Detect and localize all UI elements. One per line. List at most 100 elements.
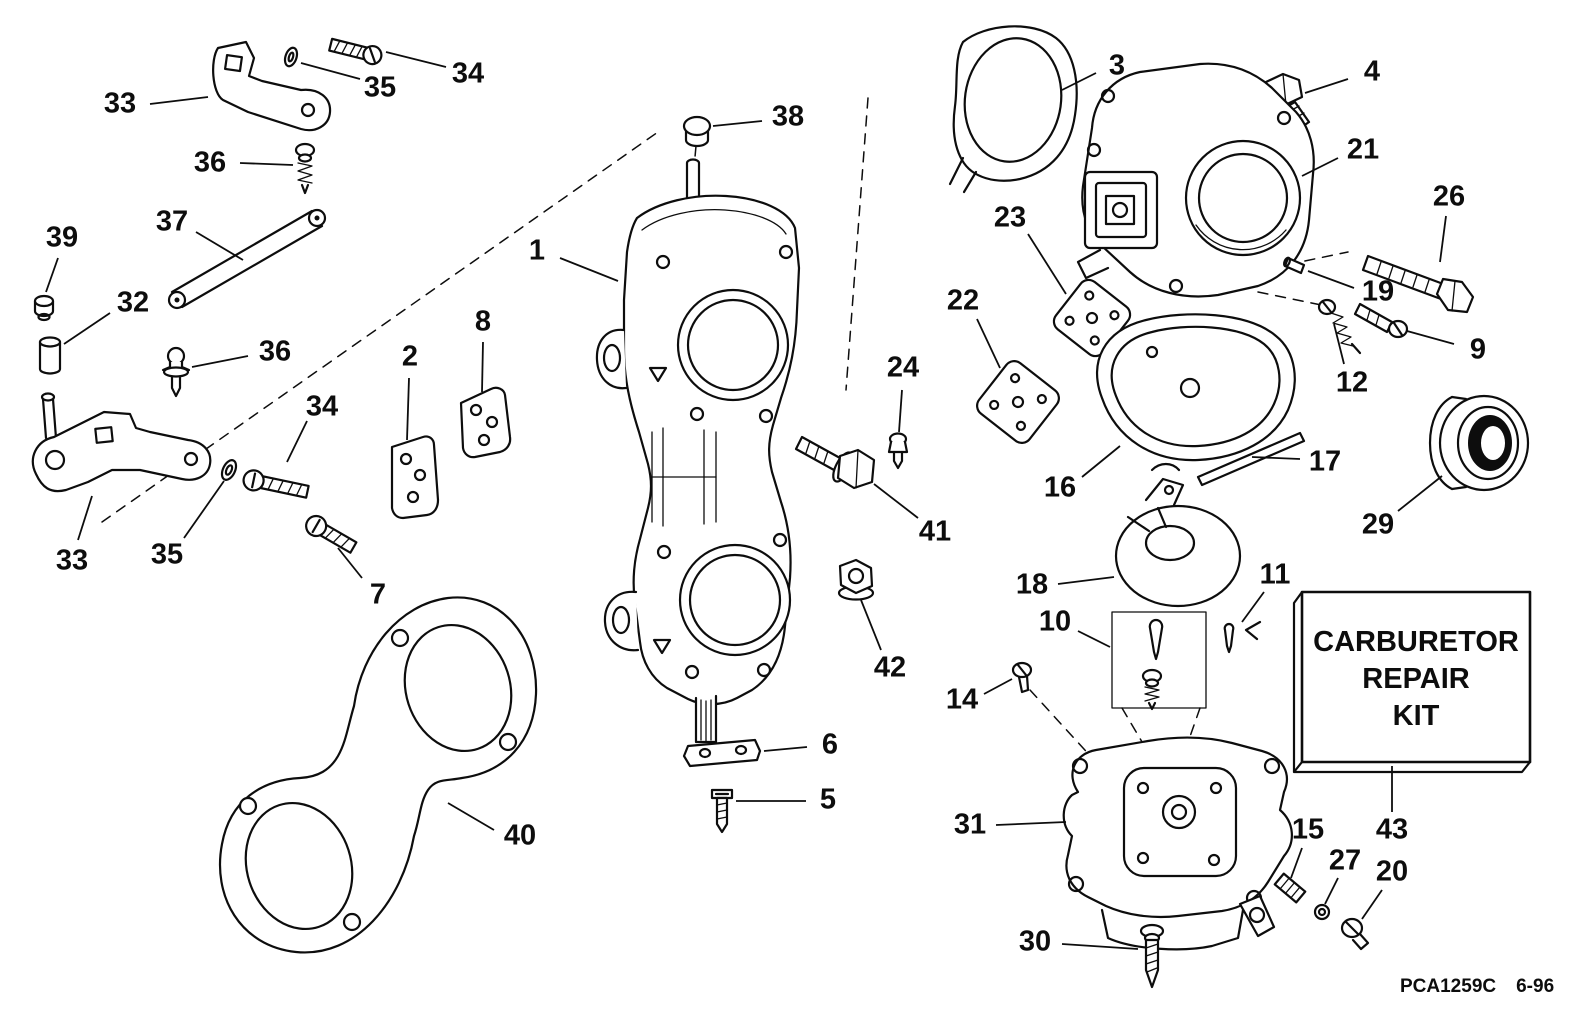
leader-line-8: [481, 341, 484, 393]
part-36-needle-valve: [161, 346, 191, 398]
leader-line-19: [1307, 270, 1355, 289]
part-34-screw-top: [328, 37, 383, 66]
callout-12: 12: [1335, 366, 1369, 399]
callout-10: 10: [1038, 605, 1072, 638]
drawing-date: 6-96: [1516, 976, 1555, 997]
part-33-lever-top: [212, 40, 332, 132]
repair-kit-label: CARBURETOR REPAIR KIT: [1313, 626, 1519, 732]
part-9-screw: [1353, 302, 1409, 339]
leader-line-21: [1301, 157, 1339, 177]
part-35-washer-bottom: [220, 459, 238, 481]
part-14-screw: [1011, 661, 1033, 694]
callout-22: 22: [946, 284, 980, 317]
part-27-oring: [1313, 903, 1331, 921]
leader-line-33: [149, 96, 209, 105]
callout-24: 24: [886, 351, 920, 384]
callout-2: 2: [401, 340, 419, 373]
part-12-screw-spring: [1317, 298, 1362, 355]
callout-21: 21: [1346, 133, 1380, 166]
part-33-lever-bottom: [31, 392, 212, 493]
part-17-rod: [1196, 431, 1306, 487]
drawing-code: PCA1259C: [1400, 976, 1497, 997]
leader-line-27: [1324, 877, 1339, 905]
callout-36: 36: [258, 335, 292, 368]
leader-line-26: [1439, 215, 1447, 263]
leader-line-31: [995, 821, 1067, 826]
leader-line-36: [191, 355, 249, 368]
leader-line-11: [1241, 591, 1265, 623]
part-29-grommet: [1428, 394, 1530, 492]
part-11-needle-clip: [1223, 620, 1262, 654]
callout-37: 37: [155, 205, 189, 238]
callout-35: 35: [150, 538, 184, 571]
leader-line-4: [1304, 78, 1349, 94]
callout-1: 1: [528, 234, 546, 267]
callout-33: 33: [103, 87, 137, 120]
part-10-needle-kit-box: [1111, 611, 1207, 711]
leader-line-35: [300, 62, 361, 80]
leader-line-2: [406, 377, 410, 441]
part-38-cap: [682, 115, 712, 148]
part-41-bolt: [794, 435, 876, 490]
callout-41: 41: [918, 515, 952, 548]
part-24-screw: [887, 432, 909, 470]
callout-23: 23: [993, 201, 1027, 234]
part-3-gasket: [948, 25, 1078, 194]
leader-line-18: [1057, 576, 1115, 585]
callout-35: 35: [363, 71, 397, 104]
callout-3: 3: [1108, 49, 1126, 82]
leader-line-32: [63, 312, 111, 345]
leader-line-34: [385, 51, 447, 68]
part-18-float: [1114, 462, 1242, 608]
callout-19: 19: [1361, 275, 1395, 308]
callout-5: 5: [819, 783, 837, 816]
part-16-gasket: [1096, 313, 1296, 462]
callout-39: 39: [45, 221, 79, 254]
callout-14: 14: [945, 683, 979, 716]
callout-43: 43: [1375, 813, 1409, 846]
callout-40: 40: [503, 819, 537, 852]
part-20-screw: [1340, 917, 1370, 951]
leader-line-24: [898, 389, 903, 433]
callout-20: 20: [1375, 855, 1409, 888]
leader-line-39: [45, 257, 59, 293]
leader-line-17: [1251, 456, 1301, 460]
leader-line-35: [183, 480, 225, 539]
leader-line-10: [1077, 630, 1111, 648]
leader-line-37: [195, 231, 244, 261]
part-19-pin: [1283, 256, 1306, 275]
part-35-washer-top: [283, 46, 299, 68]
leader-line-16: [1081, 445, 1121, 478]
callout-6: 6: [821, 728, 839, 761]
leader-line-23: [1027, 233, 1067, 295]
callout-26: 26: [1432, 180, 1466, 213]
part-21-cover: [1076, 62, 1315, 298]
callout-leader-lines: [45, 51, 1455, 950]
callout-34: 34: [451, 57, 485, 90]
part-15-screw: [1273, 872, 1307, 904]
leader-line-6: [763, 746, 808, 752]
leader-line-40: [447, 802, 495, 831]
part-30-screw: [1139, 923, 1165, 989]
part-37-link: [167, 208, 327, 310]
part-2-plate: [390, 435, 440, 520]
leader-line-22: [976, 318, 1001, 369]
callout-15: 15: [1291, 813, 1325, 846]
leader-line-38: [712, 120, 763, 127]
part-42-nut: [837, 558, 875, 601]
part-32-roller: [38, 336, 62, 375]
leader-line-12: [1333, 323, 1345, 365]
callout-38: 38: [771, 100, 805, 133]
part-34-screw-bottom: [242, 469, 310, 499]
callout-30: 30: [1018, 925, 1052, 958]
callout-29: 29: [1361, 508, 1395, 541]
part-6-plate: [682, 738, 762, 768]
part-31-float-bowl: [1062, 736, 1293, 951]
callout-32: 32: [116, 286, 150, 319]
callout-36: 36: [193, 146, 227, 179]
leader-line-7: [337, 547, 363, 579]
callout-7: 7: [369, 578, 387, 611]
callout-34: 34: [305, 390, 339, 423]
callout-33: 33: [55, 544, 89, 577]
part-1-carburetor-body: [595, 158, 801, 744]
